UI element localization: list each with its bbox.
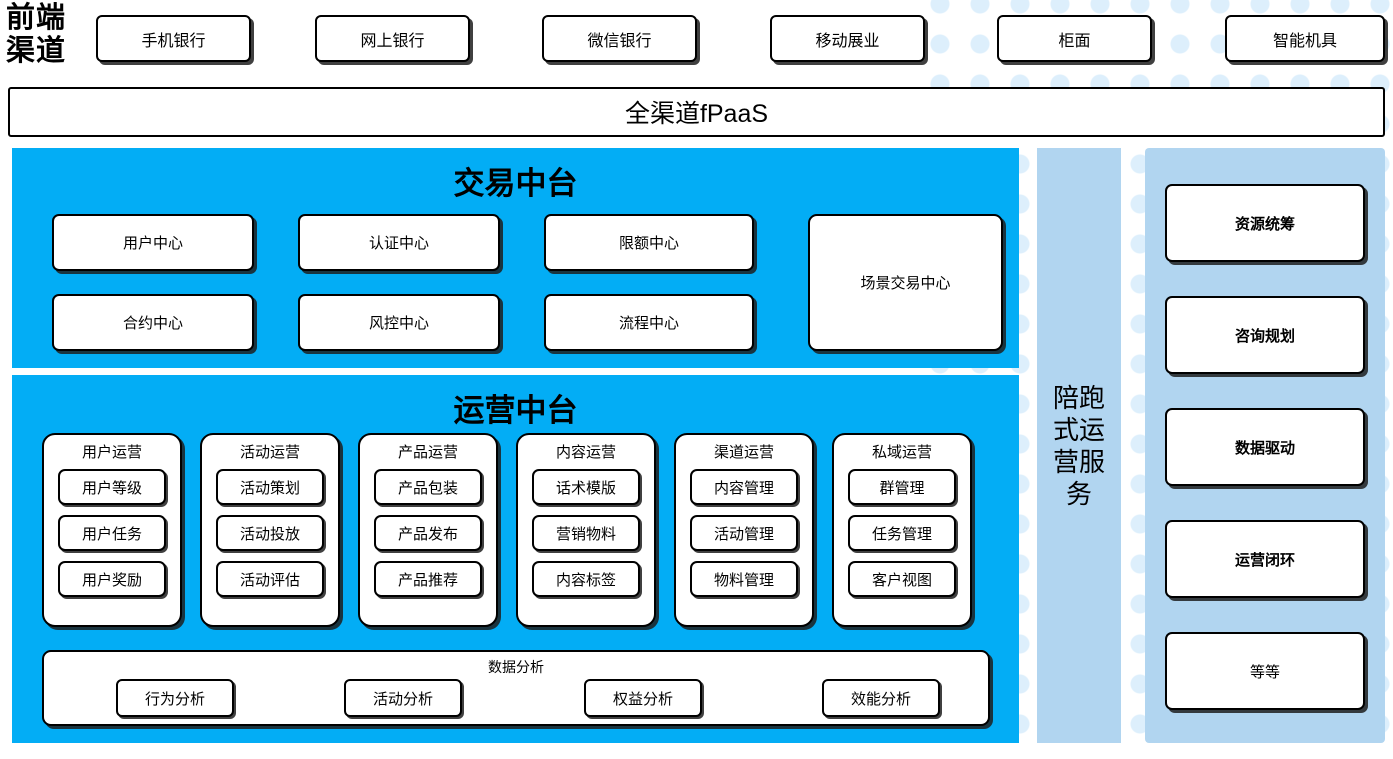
ops-item[interactable]: 内容管理 bbox=[690, 469, 798, 505]
ops-item[interactable]: 群管理 bbox=[848, 469, 956, 505]
capability-box-consulting-planning[interactable]: 咨询规划 bbox=[1165, 296, 1365, 374]
ops-column-title: 活动运营 bbox=[239, 444, 300, 461]
capability-panel: 资源统筹 咨询规划 数据驱动 运营闭环 等等 bbox=[1145, 148, 1385, 743]
ops-item[interactable]: 任务管理 bbox=[848, 515, 956, 551]
ops-item[interactable]: 用户等级 bbox=[58, 469, 166, 505]
channel-box-online-bank[interactable]: 网上银行 bbox=[315, 15, 470, 62]
ops-item[interactable]: 话术模版 bbox=[532, 469, 640, 505]
channel-box-mobile-bank[interactable]: 手机银行 bbox=[96, 15, 251, 62]
trade-box-process-center[interactable]: 流程中心 bbox=[544, 294, 754, 351]
channel-box-smart-machine[interactable]: 智能机具 bbox=[1225, 15, 1385, 62]
ops-column-user-operations[interactable]: 用户运营 用户等级 用户任务 用户奖励 bbox=[42, 433, 182, 627]
channel-label-line-2: 渠道 bbox=[6, 35, 67, 67]
data-analysis-item-efficiency[interactable]: 效能分析 bbox=[822, 679, 940, 717]
data-analysis-item-behavior[interactable]: 行为分析 bbox=[116, 679, 234, 717]
trade-box-contract-center[interactable]: 合约中心 bbox=[52, 294, 254, 351]
trade-mid-platform-title: 交易中台 bbox=[453, 166, 578, 201]
data-analysis-item-campaign[interactable]: 活动分析 bbox=[344, 679, 462, 717]
front-end-channel-row: 前端 渠道 手机银行 网上银行 微信银行 移动展业 柜面 智能机具 bbox=[0, 0, 1393, 80]
ops-item[interactable]: 营销物料 bbox=[532, 515, 640, 551]
ops-column-product-operations[interactable]: 产品运营 产品包装 产品发布 产品推荐 bbox=[358, 433, 498, 627]
ops-item[interactable]: 活动评估 bbox=[216, 561, 324, 597]
ops-item[interactable]: 物料管理 bbox=[690, 561, 798, 597]
capability-box-etc[interactable]: 等等 bbox=[1165, 632, 1365, 710]
trade-box-limit-center[interactable]: 限额中心 bbox=[544, 214, 754, 271]
data-analysis-item-benefit[interactable]: 权益分析 bbox=[584, 679, 702, 717]
capability-box-resource-coordination[interactable]: 资源统筹 bbox=[1165, 184, 1365, 262]
trade-box-scenario-transaction-center[interactable]: 场景交易中心 bbox=[808, 214, 1003, 351]
front-end-channel-label: 前端 渠道 bbox=[6, 2, 86, 68]
channel-label-line-1: 前端 bbox=[6, 2, 67, 34]
ops-item[interactable]: 用户任务 bbox=[58, 515, 166, 551]
ops-item[interactable]: 活动管理 bbox=[690, 515, 798, 551]
ops-column-title: 用户运营 bbox=[81, 444, 142, 461]
ops-column-private-domain-operations[interactable]: 私域运营 群管理 任务管理 客户视图 bbox=[832, 433, 972, 627]
ops-column-title: 产品运营 bbox=[397, 444, 458, 461]
ops-item[interactable]: 活动投放 bbox=[216, 515, 324, 551]
trade-box-auth-center[interactable]: 认证中心 bbox=[298, 214, 500, 271]
ops-column-content-operations[interactable]: 内容运营 话术模版 营销物料 内容标签 bbox=[516, 433, 656, 627]
capability-box-operation-closed-loop[interactable]: 运营闭环 bbox=[1165, 520, 1365, 598]
trade-box-user-center[interactable]: 用户中心 bbox=[52, 214, 254, 271]
ops-item[interactable]: 产品发布 bbox=[374, 515, 482, 551]
ops-item[interactable]: 产品推荐 bbox=[374, 561, 482, 597]
capability-box-data-driven[interactable]: 数据驱动 bbox=[1165, 408, 1365, 486]
omnichannel-fpaas-bar[interactable]: 全渠道fPaaS bbox=[8, 87, 1385, 137]
accompanying-operation-service-column: 陪跑式运营服务 bbox=[1037, 148, 1121, 743]
ops-column-title: 私域运营 bbox=[871, 444, 932, 461]
ops-column-title: 渠道运营 bbox=[713, 444, 774, 461]
ops-item[interactable]: 产品包装 bbox=[374, 469, 482, 505]
trade-box-risk-center[interactable]: 风控中心 bbox=[298, 294, 500, 351]
data-analysis-title: 数据分析 bbox=[488, 659, 544, 675]
operations-mid-platform-title: 运营中台 bbox=[453, 393, 578, 428]
ops-column-channel-operations[interactable]: 渠道运营 内容管理 活动管理 物料管理 bbox=[674, 433, 814, 627]
ops-column-title: 内容运营 bbox=[555, 444, 616, 461]
channel-box-wechat-bank[interactable]: 微信银行 bbox=[542, 15, 697, 62]
accompanying-operation-service-label: 陪跑式运营服务 bbox=[1052, 382, 1105, 509]
ops-item[interactable]: 内容标签 bbox=[532, 561, 640, 597]
channel-box-counter[interactable]: 柜面 bbox=[997, 15, 1152, 62]
ops-item[interactable]: 活动策划 bbox=[216, 469, 324, 505]
ops-column-campaign-operations[interactable]: 活动运营 活动策划 活动投放 活动评估 bbox=[200, 433, 340, 627]
operations-mid-platform-panel: 运营中台 用户运营 用户等级 用户任务 用户奖励 活动运营 活动策划 活动投放 … bbox=[12, 375, 1019, 743]
trade-mid-platform-panel: 交易中台 用户中心 认证中心 限额中心 合约中心 风控中心 流程中心 场景交易中… bbox=[12, 148, 1019, 368]
ops-item[interactable]: 客户视图 bbox=[848, 561, 956, 597]
channel-box-mobile-business[interactable]: 移动展业 bbox=[770, 15, 925, 62]
ops-item[interactable]: 用户奖励 bbox=[58, 561, 166, 597]
data-analysis-panel: 数据分析 行为分析 活动分析 权益分析 效能分析 bbox=[42, 650, 990, 726]
